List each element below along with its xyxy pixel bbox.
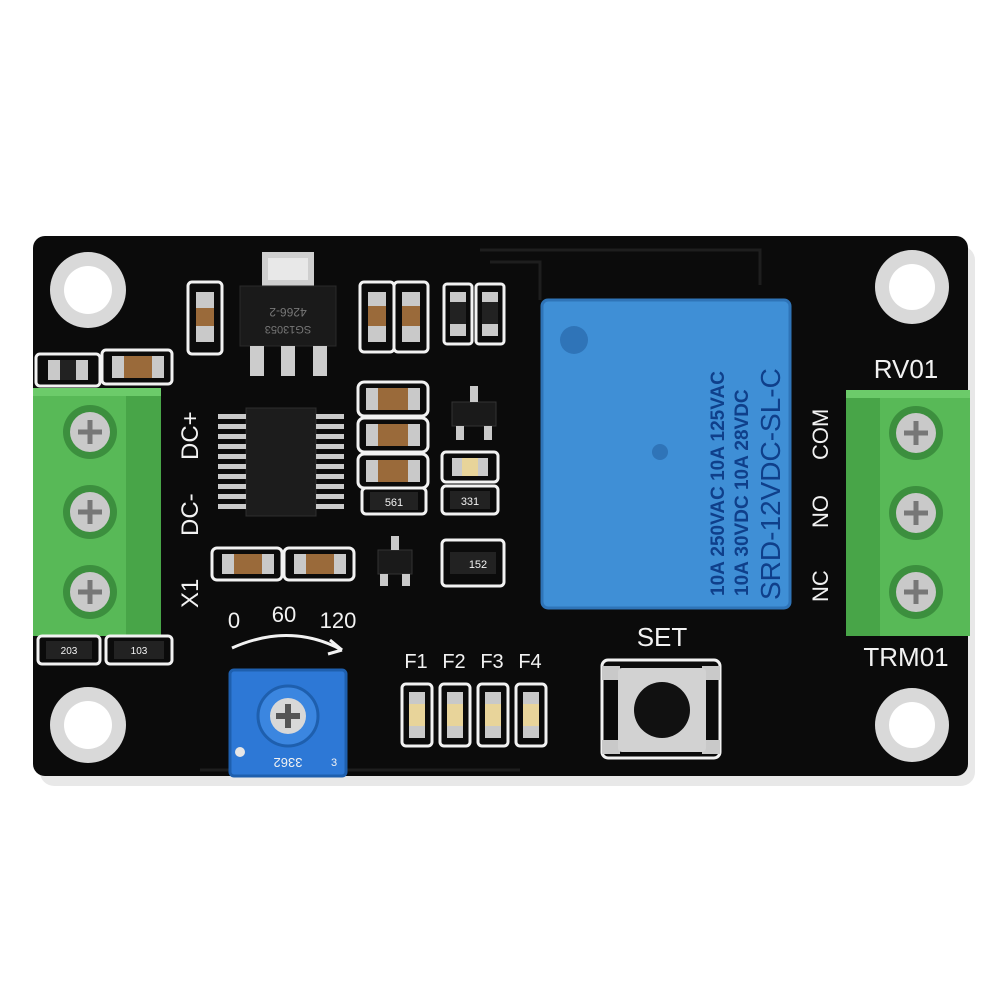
no-label: NO <box>808 495 833 528</box>
resistor-152-mark: 152 <box>469 559 487 571</box>
resistor-561-mark: 561 <box>385 497 403 509</box>
terminal-screw <box>63 565 117 619</box>
relay-model-label: SRD-12VDC-SL-C <box>755 368 786 600</box>
smd-capacitors-top <box>186 280 506 356</box>
trm01-label: TRM01 <box>863 642 948 672</box>
led-label-f2: F2 <box>442 651 465 673</box>
dc-plus-label: DC+ <box>177 411 204 460</box>
time-dial-scale: 0 60 120 <box>228 602 357 656</box>
nc-label: NC <box>808 570 833 602</box>
potentiometer[interactable]: 3362 3 <box>228 668 348 778</box>
potentiometer-knob-cross <box>276 704 300 728</box>
transistor-group: 331 <box>440 386 500 516</box>
input-resistors: 203 103 <box>36 634 174 666</box>
dial-label-60: 60 <box>272 602 296 627</box>
x1-label: X1 <box>177 579 204 608</box>
mounting-hole-bottom-left <box>50 687 126 763</box>
mounting-hole-top-left <box>50 252 126 328</box>
terminal-screw <box>63 405 117 459</box>
terminal-screw <box>889 565 943 619</box>
set-button[interactable] <box>600 658 722 760</box>
led-label-f4: F4 <box>518 651 541 673</box>
set-label: SET <box>637 622 688 652</box>
rv01-label: RV01 <box>874 354 939 384</box>
input-terminal-block <box>33 388 161 636</box>
dc-minus-label: DC- <box>177 493 204 536</box>
com-label: COM <box>808 409 833 460</box>
dial-label-120: 120 <box>320 608 357 633</box>
terminal-screw <box>889 486 943 540</box>
resistor-203-mark: 203 <box>61 646 78 657</box>
mounting-hole-top-right <box>875 250 949 324</box>
relay-rating-line-1: 10A 250VAC 10A 125VAC <box>708 371 729 596</box>
resistor-103-mark: 103 <box>131 646 148 657</box>
microcontroller-ic <box>218 407 344 517</box>
pot-mark-2: 3 <box>331 757 337 769</box>
smd-parts-left <box>34 348 174 388</box>
output-terminal-block <box>846 390 970 636</box>
voltage-regulator: 4266-2 SG13053 <box>239 252 337 376</box>
relay-rating-line-2: 10A 30VDC 10A 28VDC <box>732 389 753 596</box>
regulator-mark-2: SG13053 <box>265 323 311 335</box>
mounting-hole-bottom-right <box>875 688 949 762</box>
led-label-f3: F3 <box>480 651 503 673</box>
pot-mark: 3362 <box>274 755 303 770</box>
dial-label-0: 0 <box>228 608 240 633</box>
regulator-mark: 4266-2 <box>269 305 307 319</box>
led-label-f1: F1 <box>404 651 427 673</box>
indicator-leds <box>400 682 548 748</box>
resistor-331-mark: 331 <box>461 496 479 508</box>
smd-parts-lower: 152 <box>210 536 506 588</box>
terminal-screw <box>63 485 117 539</box>
smd-resistor-array: 561 <box>356 380 430 516</box>
relay: 10A 250VAC 10A 125VAC 10A 30VDC 10A 28VD… <box>540 298 792 610</box>
set-button-cap[interactable] <box>634 682 690 738</box>
terminal-screw <box>889 406 943 460</box>
